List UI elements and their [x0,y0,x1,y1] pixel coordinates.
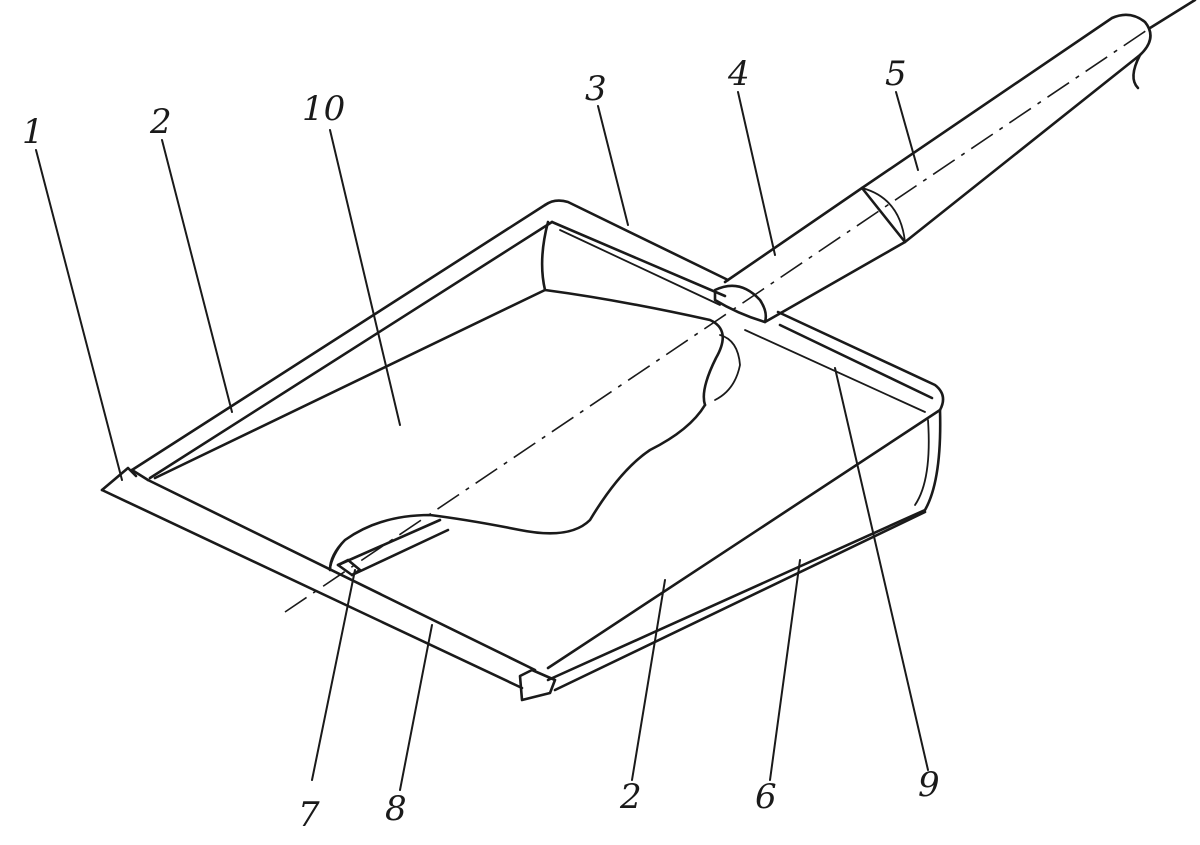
label-7: 7 [298,795,320,835]
scoop-side-part-6 [546,408,942,692]
label-2-bottom: 2 [619,777,642,817]
handle-part-5 [860,0,1197,244]
leader-lines [35,91,929,791]
label-6: 6 [755,777,777,817]
label-3: 3 [585,69,607,109]
label-5: 5 [885,54,907,94]
label-2-left: 2 [149,102,172,142]
label-10: 10 [302,89,345,129]
label-1: 1 [22,112,44,152]
net-part-10 [153,220,741,572]
label-8: 8 [385,789,407,829]
outer-frame [100,199,945,702]
support-rod-part-7 [336,518,450,577]
inner-frame-part-9 [559,229,926,413]
ferrule-part-4 [713,186,907,324]
reference-numerals: 1 2 10 3 4 5 7 8 2 6 9 [22,54,940,835]
center-axis [284,27,1151,613]
label-9: 9 [918,765,940,805]
label-4: 4 [727,54,750,94]
